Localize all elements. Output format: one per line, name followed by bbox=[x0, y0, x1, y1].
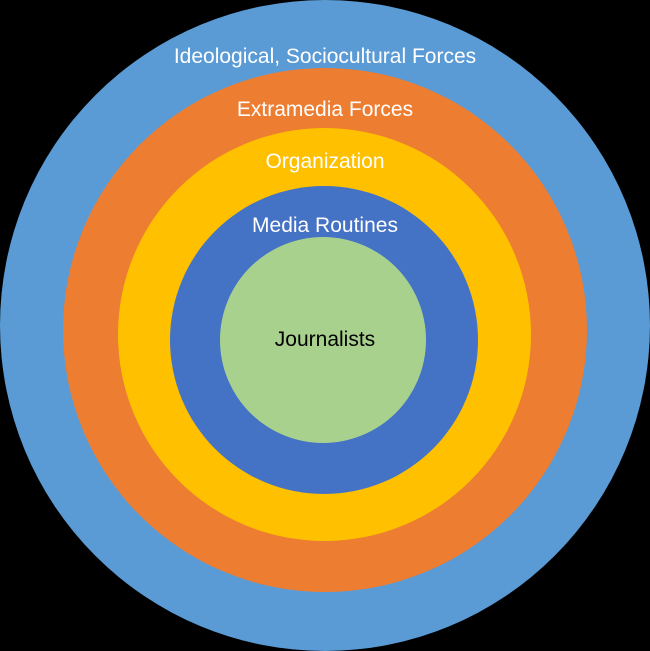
ring-journalists bbox=[220, 237, 426, 443]
label-media-routines: Media Routines bbox=[252, 214, 398, 237]
label-journalists: Journalists bbox=[274, 328, 376, 351]
label-ideological: Ideological, Sociocultural Forces bbox=[173, 45, 477, 68]
label-organization: Organization bbox=[265, 150, 385, 173]
label-extramedia: Extramedia Forces bbox=[236, 98, 414, 121]
